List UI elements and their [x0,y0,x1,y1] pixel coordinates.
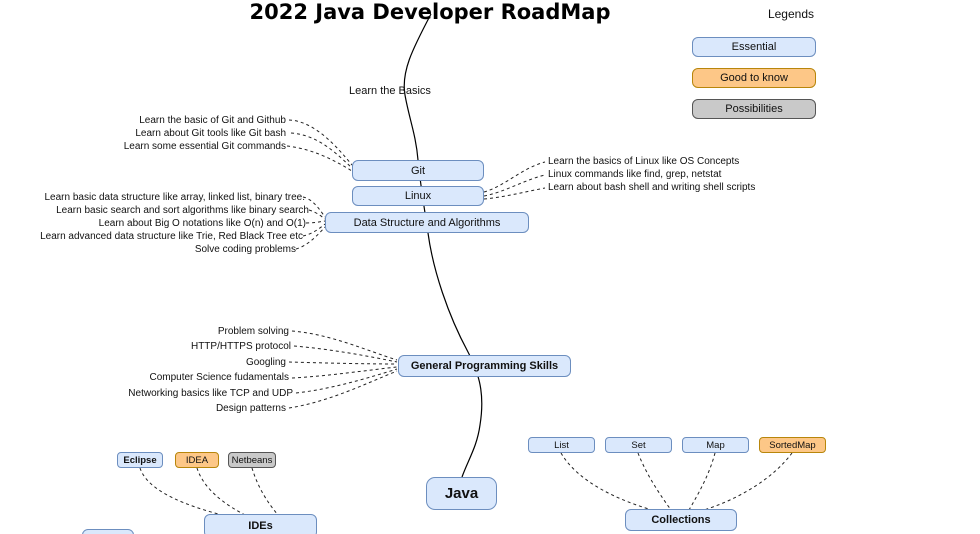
legend-heading: Legends [767,7,814,21]
linux-note: Learn about bash shell and writing shell… [548,182,756,193]
node-general-programming-skills: General Programming Skills [398,355,571,377]
node-collections: Collections [625,509,737,531]
node-sortedmap: SortedMap [759,437,826,453]
git-note: Learn some essential Git commands [123,141,286,152]
skills-note: HTTP/HTTPS protocol [190,341,291,352]
page-title: 2022 Java Developer RoadMap [249,0,611,24]
skills-note: Problem solving [217,326,289,337]
dsa-note: Learn basic data structure like array, l… [44,192,306,203]
git-note: Learn the basic of Git and Github [139,115,286,126]
node-partial-bottom-left [82,529,134,534]
node-java: Java [426,477,497,510]
legend-good-to-know: Good to know [692,68,816,88]
skills-note: Networking basics like TCP and UDP [128,388,293,399]
node-data-structures-and-algorithms: Data Structure and Algorithms [325,212,529,233]
branch-label-learn-the-basics: Learn the Basics [349,85,431,97]
node-eclipse: Eclipse [117,452,163,468]
linux-note: Learn the basics of Linux like OS Concep… [548,156,740,167]
skills-note: Design patterns [215,403,286,414]
spine-line [403,13,483,478]
node-set: Set [605,437,672,453]
legend-possibilities: Possibilities [692,99,816,119]
dsa-note: Learn advanced data structure like Trie,… [40,231,303,242]
dsa-note: Learn about Big O notations like O(n) an… [98,218,306,229]
node-idea: IDEA [175,452,219,468]
dsa-note: Learn basic search and sort algorithms l… [56,205,309,216]
node-netbeans: Netbeans [228,452,276,468]
git-note: Learn about Git tools like Git bash [135,128,286,139]
node-linux: Linux [352,186,484,206]
linux-note: Linux commands like find, grep, netstat [548,169,722,180]
node-ides: IDEs [204,514,317,534]
legend-essential: Essential [692,37,816,57]
dsa-note: Solve coding problems [194,244,296,255]
skills-note: Computer Science fudamentals [149,372,289,383]
node-git: Git [352,160,484,181]
node-map: Map [682,437,749,453]
skills-note: Googling [245,357,286,368]
node-list: List [528,437,595,453]
